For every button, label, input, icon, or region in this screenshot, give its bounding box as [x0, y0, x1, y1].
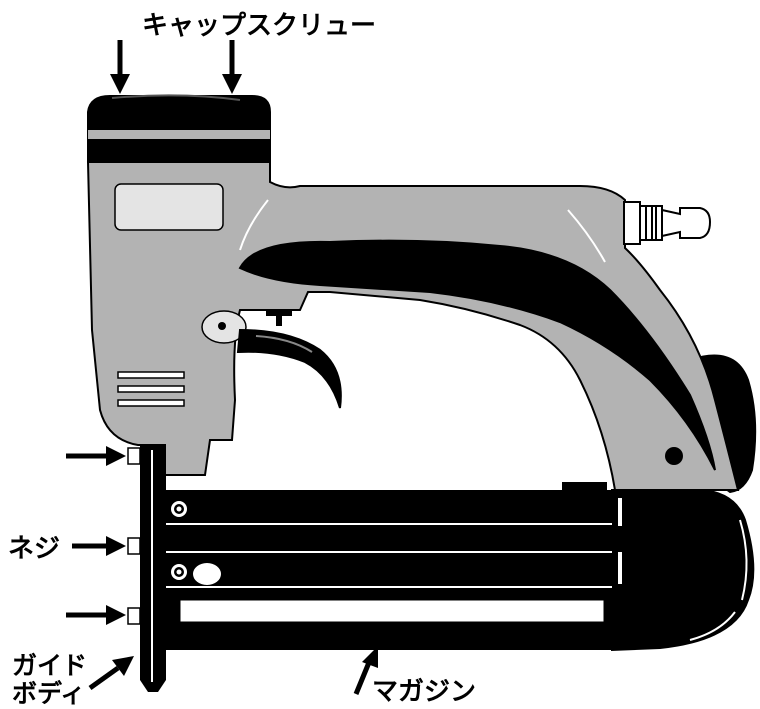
tool-body — [86, 161, 740, 491]
body-highlight-left — [239, 199, 269, 251]
screw-arrow-middle — [72, 536, 126, 556]
screw-heads — [127, 447, 141, 625]
screw-arrow-top — [66, 446, 126, 466]
screw-arrow-bottom — [66, 605, 126, 625]
air-fitting — [623, 201, 712, 245]
trigger — [236, 328, 342, 409]
cap-screw-arrow-right — [222, 40, 242, 94]
guide-body — [140, 445, 166, 692]
guide-body-label-line2: ボディ — [12, 679, 85, 708]
adjust-screw — [266, 310, 292, 326]
label-plate — [114, 183, 224, 231]
pivot — [201, 310, 247, 344]
guide-body-label-line1: ガイド — [12, 651, 87, 680]
cap — [87, 94, 271, 163]
cap-screw-arrow-left — [110, 40, 130, 94]
guide-body-arrow — [88, 656, 134, 691]
vent-slots — [117, 371, 185, 407]
magazine-rear-housing — [611, 489, 755, 652]
cap-screw-label: キャップスクリュー — [142, 11, 376, 41]
body-highlight-right — [567, 209, 606, 263]
magazine-label: マガジン — [372, 677, 476, 707]
body-screw-dot — [665, 447, 683, 465]
magazine-arrow — [353, 646, 378, 695]
grip-insert — [238, 239, 716, 471]
magazine — [165, 482, 617, 650]
screw-label: ネジ — [8, 534, 60, 564]
